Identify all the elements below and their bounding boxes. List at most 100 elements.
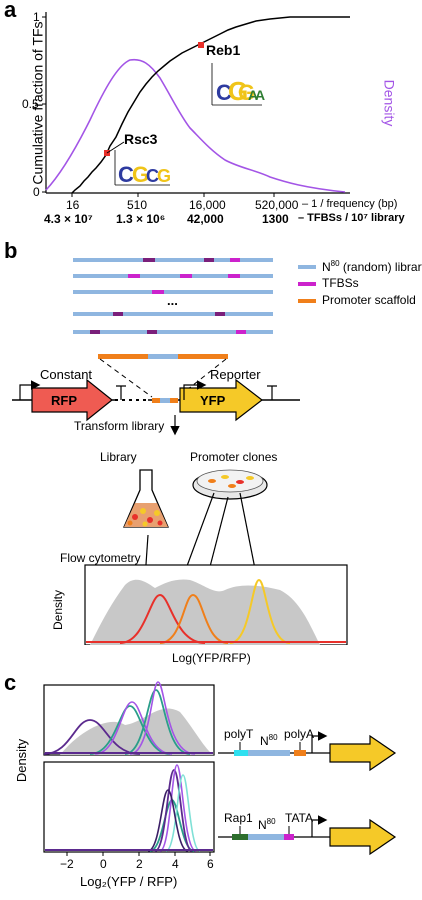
promoter-arrow-top xyxy=(311,731,328,753)
y-tick-label-05: 0.5 xyxy=(22,97,39,111)
tata-block xyxy=(284,834,294,840)
polyt-label: polyT xyxy=(224,727,254,741)
x-bottom-label-1: 4.3 × 10⁷ xyxy=(44,212,93,226)
n80-label-bottom: N80 xyxy=(258,817,276,832)
promoter-arrow-bottom xyxy=(311,815,328,837)
yfp-gene-arrow xyxy=(179,378,263,422)
svg-text:G: G xyxy=(132,162,149,187)
constant-label: Constant xyxy=(40,367,93,382)
rsc3-label: Rsc3 xyxy=(124,131,158,147)
flow-cytometry-label: Flow cytometry xyxy=(60,551,141,565)
yfp-arrow-bottom xyxy=(329,818,397,856)
panel-letter-b: b xyxy=(4,238,18,263)
promoter-clones-label: Promoter clones xyxy=(190,450,278,464)
legend-swatch-n80 xyxy=(298,265,316,269)
n80-label-top: N80 xyxy=(260,733,278,748)
terminator-rfp xyxy=(116,385,126,400)
yfp-label: YFP xyxy=(200,393,226,408)
rap1-label: Rap1 xyxy=(224,811,253,825)
panel-c-chart xyxy=(43,681,397,856)
x-top-unit: – 1 / frequency (bp) xyxy=(302,198,398,210)
clone-orange-curve xyxy=(159,593,229,644)
c-xtick-label-neg2: −2 xyxy=(60,857,74,871)
c-xtick-label-2: 2 xyxy=(136,857,143,871)
reb1-label: Reb1 xyxy=(206,42,241,58)
library-distribution xyxy=(90,579,320,645)
svg-text:G: G xyxy=(157,166,171,186)
y-tick-label-1: 1 xyxy=(33,10,40,24)
library-ellipsis: ... xyxy=(167,293,178,308)
svg-text:C: C xyxy=(146,166,159,186)
c-xtick-label-4: 4 xyxy=(172,857,179,871)
density-curve xyxy=(45,58,346,193)
x-bottom-unit: – TFBSs / 10⁷ library xyxy=(298,212,405,224)
rap1-curve-purple xyxy=(159,764,197,852)
svg-text:A: A xyxy=(255,87,265,103)
svg-text:G: G xyxy=(238,80,255,105)
panel-letter-c: c xyxy=(4,670,17,695)
transform-label: Transform library xyxy=(74,419,165,433)
zoom-line-left xyxy=(99,358,153,398)
reporter-promoter-arrow xyxy=(183,380,207,400)
x-bottom-label-2: 1.3 × 10⁶ xyxy=(116,212,166,226)
cumulative-curve xyxy=(71,16,350,194)
panel-b-diagram xyxy=(12,258,348,645)
c-xtick-label-0: 0 xyxy=(100,857,107,871)
x-top-label-16: 16 xyxy=(66,198,80,212)
terminator-yfp xyxy=(267,385,277,400)
rap1-curve-dark xyxy=(147,789,189,852)
panel-a-y2label: Density xyxy=(381,79,398,127)
y-tick-label-0: 0 xyxy=(33,185,40,199)
polya-curve-teal xyxy=(124,689,191,755)
x-top-label-16000: 16,000 xyxy=(189,198,226,212)
x-top-label-510: 510 xyxy=(127,198,148,212)
promoter-clones-dish xyxy=(192,469,268,500)
rsc3-logo: C G C G xyxy=(114,150,171,187)
polyt-curve-teal xyxy=(89,705,171,755)
rsc3-pointer xyxy=(106,141,125,154)
scaffold-n80-segment xyxy=(148,354,178,359)
svg-text:G: G xyxy=(228,76,248,106)
library-sequences xyxy=(73,258,273,334)
panel-c-xlabel: Log₂(YFP / RFP) xyxy=(80,874,178,889)
constant-promoter-arrow xyxy=(19,380,41,400)
library-label: Library xyxy=(100,450,137,464)
x-bottom-label-4: 1300 xyxy=(262,212,289,226)
tata-label: TATA xyxy=(285,811,313,825)
c-xtick-label-6: 6 xyxy=(207,857,214,871)
zoom-line-right xyxy=(177,358,227,398)
rap1-block xyxy=(232,834,248,840)
rap1-curve-violet xyxy=(154,769,193,852)
rap1-curve-aqua xyxy=(165,774,201,852)
legend-tfbs-label: TFBSs xyxy=(322,276,359,290)
clone-red-curve xyxy=(119,593,206,644)
clone-yellow-curve xyxy=(229,578,291,644)
reb1-marker xyxy=(198,42,204,48)
legend-scaffold-label: Promoter scaffold xyxy=(322,293,416,307)
polya-block xyxy=(294,750,306,756)
svg-text:C: C xyxy=(118,162,134,187)
legend-swatch-tfbs xyxy=(298,282,316,286)
legend-swatch-scaffold xyxy=(298,299,316,303)
x-top-label-520000: 520,000 xyxy=(255,198,299,212)
n80-block-top xyxy=(248,750,290,756)
construct-n80 xyxy=(160,398,170,403)
panel-c-density-label: Density xyxy=(14,738,30,783)
yfp-arrow-top xyxy=(329,734,397,772)
svg-text:A: A xyxy=(248,87,258,103)
polyt-curve-purple xyxy=(94,701,173,755)
legend-n80-label: N80 (random) library xyxy=(322,259,422,274)
n80-block-bottom xyxy=(248,834,284,840)
flow-density-label: Density xyxy=(51,589,66,631)
reporter-label: Reporter xyxy=(210,367,261,382)
polya-curve-purple xyxy=(129,681,196,755)
rfp-label: RFP xyxy=(51,393,77,408)
x-bottom-label-3: 42,000 xyxy=(187,212,224,226)
panel-a-chart: C G G A A C G C G xyxy=(42,12,350,197)
polya-label: polyA xyxy=(284,727,315,741)
flow-xlabel: Log(YFP/RFP) xyxy=(172,651,251,665)
reb1-logo: C G G A A xyxy=(211,63,265,106)
polyt-block xyxy=(234,750,248,756)
rfp-gene-arrow xyxy=(31,378,113,422)
svg-text:C: C xyxy=(216,80,232,105)
